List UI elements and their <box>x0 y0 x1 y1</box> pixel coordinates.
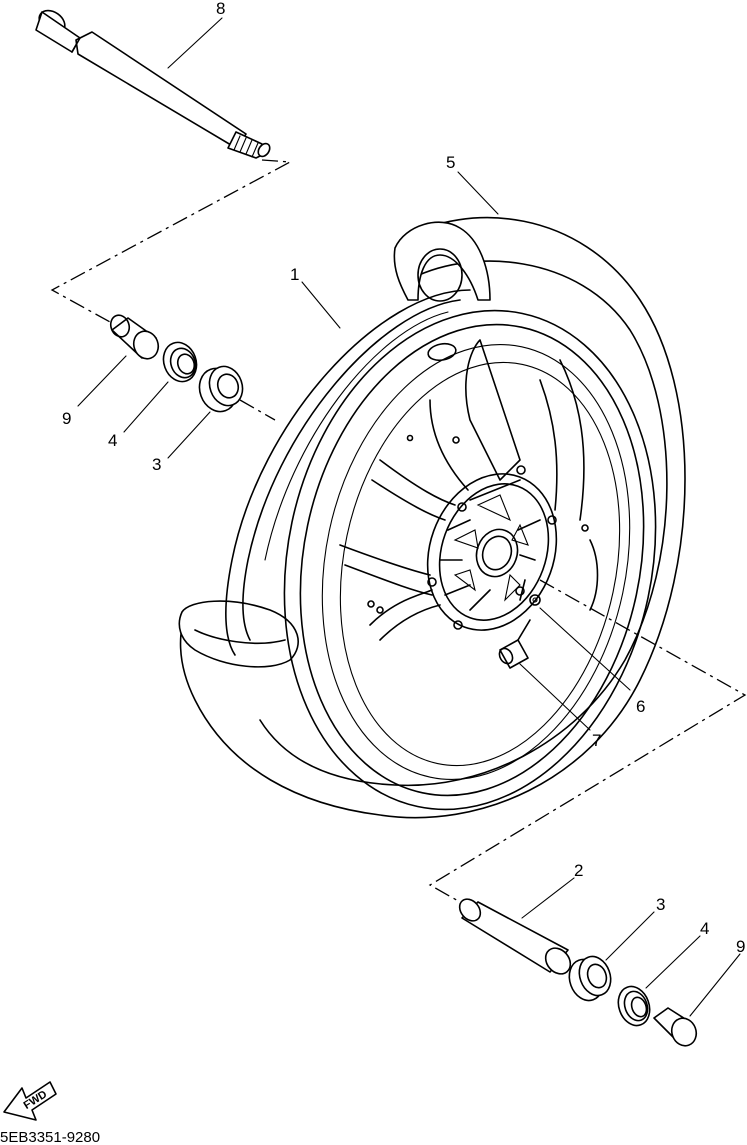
fwd-arrow-badge: FWD <box>3 1081 57 1121</box>
callout-2: 2 <box>574 861 583 880</box>
callout-7: 7 <box>592 731 601 750</box>
callout-labels: 8 5 1 9 4 3 6 7 2 3 4 9 <box>62 0 745 956</box>
callout-3-left: 3 <box>152 455 161 474</box>
callout-4-left: 4 <box>108 431 117 450</box>
callout-8: 8 <box>216 0 225 18</box>
right-bearing-part <box>568 955 612 1002</box>
right-collar-part <box>653 1007 698 1047</box>
callout-5: 5 <box>446 153 455 172</box>
leader-lines <box>77 17 741 1017</box>
tire-part <box>178 216 686 819</box>
callout-3-right: 3 <box>656 895 665 914</box>
left-bearing-part <box>198 365 244 413</box>
balance-weight-part <box>529 594 541 606</box>
callout-9-right: 9 <box>736 937 745 956</box>
right-oil-seal-part <box>617 985 651 1027</box>
valve-part <box>498 619 531 669</box>
assembly-centerlines <box>50 159 747 903</box>
spacer-part <box>458 898 572 975</box>
part-code: 5EB3351-9280 <box>0 1129 100 1145</box>
left-collar-part <box>109 314 160 360</box>
axle-part <box>35 9 271 159</box>
callout-4-right: 4 <box>700 919 709 938</box>
wheel-rim-part <box>283 309 657 811</box>
callout-1: 1 <box>290 265 299 284</box>
callout-6: 6 <box>636 697 645 716</box>
callout-9-left: 9 <box>62 409 71 428</box>
left-oil-seal-part <box>162 341 198 383</box>
